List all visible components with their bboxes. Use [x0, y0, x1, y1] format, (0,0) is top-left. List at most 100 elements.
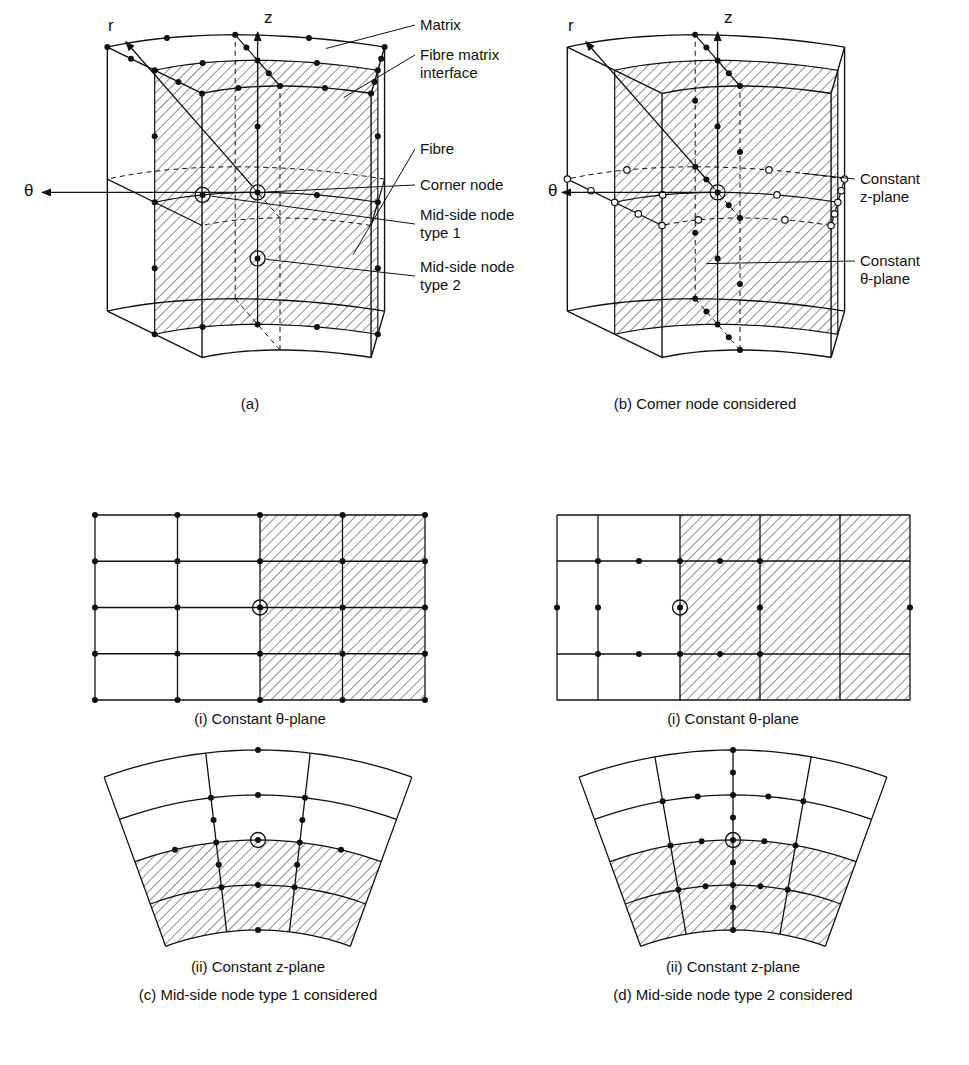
node-dot	[554, 605, 560, 611]
open-node-dot	[835, 199, 841, 205]
figure-caption: (c) Mid-side node type 1 considered	[139, 986, 377, 1004]
node-dot	[152, 331, 158, 337]
block-edge	[371, 47, 384, 93]
hidden-edge	[235, 299, 280, 350]
sub-caption: (ii) Constant z-plane	[666, 958, 800, 976]
highlight-ring	[253, 600, 268, 615]
node-dot	[175, 651, 181, 657]
node-dot	[677, 651, 683, 657]
element-edge	[557, 653, 910, 654]
node-dot	[636, 651, 642, 657]
node-dot	[730, 882, 736, 888]
axis-label: z	[264, 8, 273, 28]
node-dot	[375, 265, 381, 271]
r-axis-arrow	[586, 42, 713, 187]
node-dot	[737, 347, 743, 353]
leader-line	[267, 185, 415, 192]
fibre-matrix-interface-surface	[155, 60, 378, 334]
node-dot	[299, 817, 305, 823]
open-node-dot	[838, 187, 844, 193]
figure-caption: (b) Comer node considered	[614, 395, 797, 413]
node-dot	[703, 309, 709, 315]
element-edge	[135, 840, 381, 862]
node-dot	[255, 882, 261, 888]
node-dot	[92, 651, 98, 657]
node-dot	[175, 558, 181, 564]
node-dot	[715, 189, 721, 195]
leader-line	[326, 25, 415, 49]
constant-theta-plane-grid	[554, 515, 913, 700]
element-edge	[780, 757, 811, 934]
node-dot	[277, 83, 283, 89]
node-dot	[422, 651, 428, 657]
node-dot	[255, 189, 261, 195]
node-dot	[375, 133, 381, 139]
node-dot	[715, 321, 721, 327]
plane-label: Constant θ-plane	[860, 252, 928, 288]
z-axis-arrow	[257, 32, 258, 184]
element-edge	[825, 777, 887, 946]
block-edge	[662, 350, 831, 357]
part-label: Mid-side node type 1	[420, 206, 532, 242]
node-dot	[717, 651, 723, 657]
node-dot	[692, 296, 698, 302]
node-dot	[375, 331, 381, 337]
node-dot	[715, 255, 721, 261]
node-dot	[765, 794, 771, 800]
node-dot	[422, 512, 428, 518]
node-dot	[737, 83, 743, 89]
leader-line	[353, 149, 415, 255]
node-dot	[338, 847, 344, 853]
axis-label: r	[568, 16, 574, 36]
open-node-dot	[635, 211, 641, 217]
z-axis-arrow	[717, 32, 718, 184]
node-dot	[175, 605, 181, 611]
hidden-edge	[107, 167, 384, 179]
constant-z-plane-sector	[579, 747, 887, 946]
node-dot	[730, 770, 736, 776]
element-edge	[567, 179, 662, 225]
node-dot	[660, 798, 666, 804]
block-edge	[107, 299, 384, 311]
node-dot	[375, 199, 381, 205]
figure-caption: (d) Mid-side node type 2 considered	[613, 986, 852, 1004]
node-dot	[757, 558, 763, 564]
node-dot	[340, 605, 346, 611]
node-dot	[730, 792, 736, 798]
highlight-ring	[250, 185, 265, 200]
node-dot	[152, 265, 158, 271]
open-node-dot	[774, 192, 780, 198]
fibre-region	[680, 515, 910, 700]
open-node-dot	[659, 222, 665, 228]
plane-label: Constant z-plane	[860, 170, 928, 206]
node-dot	[422, 605, 428, 611]
node-dot	[595, 651, 601, 657]
node-dot	[757, 651, 763, 657]
node-dot	[375, 67, 381, 73]
highlight-ring	[673, 600, 688, 615]
node-dot	[785, 887, 791, 893]
block-edge	[202, 350, 371, 357]
node-dot	[340, 512, 346, 518]
block-edge	[567, 47, 662, 93]
node-dot	[737, 149, 743, 155]
node-dot	[757, 605, 763, 611]
node-dot	[257, 605, 263, 611]
node-dot	[907, 605, 913, 611]
node-dot	[737, 281, 743, 287]
node-dot	[104, 44, 110, 50]
leader-line	[706, 261, 855, 264]
node-dot	[692, 98, 698, 104]
node-dot	[322, 85, 328, 91]
sub-caption: (ii) Constant z-plane	[191, 958, 325, 976]
fibre-matrix-interface-surface	[615, 60, 838, 334]
node-dot	[422, 558, 428, 564]
node-dot	[340, 651, 346, 657]
sub-caption: (i) Constant θ-plane	[667, 710, 799, 728]
node-dot	[243, 45, 249, 51]
constant-z-plane-sector	[104, 747, 412, 946]
leader-line	[267, 259, 415, 276]
axis-label: z	[724, 8, 733, 28]
node-dot	[793, 842, 799, 848]
axis-label: θ	[548, 181, 557, 201]
